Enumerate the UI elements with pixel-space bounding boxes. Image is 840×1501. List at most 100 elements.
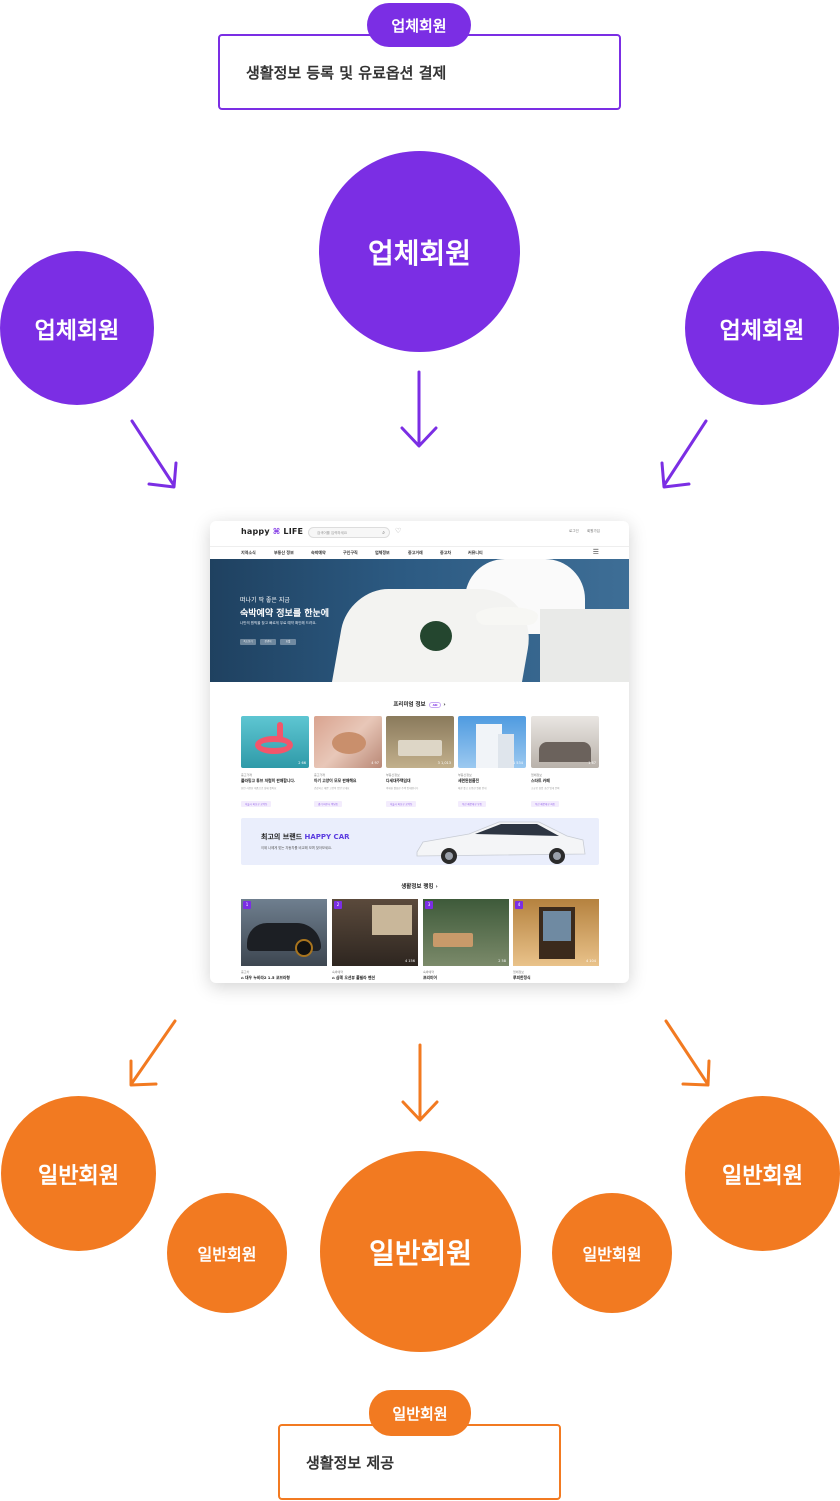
mockup-nav: 지역소식 부동산 정보 숙박예약 구인구직 업체정보 중고거래 중고차 커뮤니티… [210, 546, 629, 561]
arrow-down-right-icon [130, 419, 175, 486]
business-callout-text: 생활정보 등록 및 유료옵션 결제 [246, 63, 447, 82]
card-desc: 한번 사용한 제품으로 상태 좋아요 [241, 787, 277, 790]
rank-stats: 2 58 [498, 959, 506, 963]
business-circle-left: 업체회원 [0, 251, 154, 405]
search-icon[interactable]: ⌕ [382, 530, 385, 536]
nav-item[interactable]: 커뮤니티 [468, 550, 483, 555]
card-stats: 4 97 [371, 761, 379, 765]
rank-number: 3 [425, 901, 433, 909]
card-category: 부동산정보 [386, 773, 400, 777]
banner-title: 최고의 브랜드 HAPPY CAR [261, 833, 350, 841]
mockup-search-input[interactable]: 검색어를 입력하세요 ⌕ [308, 527, 390, 538]
nav-item[interactable]: 지역소식 [241, 550, 256, 555]
card-category: 중고거래 [241, 773, 253, 777]
website-mockup: happy ⌘ LIFE 검색어를 입력하세요 ⌕ ♡ 로그인 회원가입 지역소… [210, 521, 629, 983]
card-stats: 3 1,013 [437, 761, 451, 765]
ranking-item[interactable]: 3 2 58 숙박예약 프리미어 [423, 899, 509, 981]
card-category: 중고거래 [314, 773, 326, 777]
mockup-hero: 떠나기 딱 좋은 지금 숙박예약 정보를 한눈에 나만의 원픽을 찾고 빠르게 … [210, 559, 629, 682]
mockup-header: happy ⌘ LIFE 검색어를 입력하세요 ⌕ ♡ 로그인 회원가입 [210, 521, 629, 543]
card-location-tag: 서울시 마포구 공덕동 [386, 801, 417, 807]
hero-tag[interactable]: 호텔 [280, 639, 296, 645]
general-circle-inner-left: 일반회원 [167, 1193, 287, 1313]
card-title: 아기 고양이 모모 판매해요 [314, 778, 357, 783]
mockup-logo[interactable]: happy ⌘ LIFE [241, 527, 304, 536]
card-location-tag: 부산 해운대구 우동 [458, 801, 486, 807]
hero-line2: 숙박예약 정보를 한눈에 [240, 609, 330, 619]
business-callout-box: 생활정보 등록 및 유료옵션 결제 [218, 34, 621, 110]
rank-number: 1 [243, 901, 251, 909]
card-stats: 1 67 [588, 761, 596, 765]
arrow-down-left-icon [130, 1019, 177, 1085]
ad-badge: AD [428, 701, 442, 708]
card-title: 플라밍고 튜브 저렴히 판매합니다. [241, 778, 296, 783]
general-circle-center: 일반회원 [320, 1151, 521, 1352]
card-category: 업체정보 [531, 773, 543, 777]
business-circle-right: 업체회원 [685, 251, 839, 405]
card-stats: 1 534 [512, 761, 523, 765]
hero-tag[interactable]: 관광지 [260, 639, 276, 645]
card-desc: 건강하고 예쁜 고양이 입양 보내요 [314, 787, 350, 790]
rank-category: 숙박예약 [423, 970, 435, 974]
rank-title: 프리미어 [423, 975, 437, 980]
login-link[interactable]: 로그인 [569, 529, 579, 533]
card-stats: 2 66 [298, 761, 306, 765]
ranking-section-title[interactable]: 생활정보 랭킹 › [401, 884, 438, 890]
card-location-tag: 경기 파주시 야당동 [314, 801, 342, 807]
card-title: 스타트 카페 [531, 778, 550, 783]
rank-category: 숙박예약 [332, 970, 344, 974]
general-callout-box: 생활정보 제공 [278, 1424, 561, 1500]
business-circle-center: 업체회원 [319, 151, 520, 352]
ranking-item[interactable]: 2 4 156 숙박예약 ⌂ 삼례 오션뷰 풀빌라 펜션 [332, 899, 418, 981]
business-callout-badge: 업체회원 [367, 3, 471, 47]
premium-card[interactable]: 2 66 중고거래 플라밍고 튜브 저렴히 판매합니다. 한번 사용한 제품으로… [241, 716, 309, 809]
card-location-tag: 부산 해운대구 좌동 [531, 801, 559, 807]
rank-title: ⌂ 대우 누비라2 1.5 코브라형 [241, 975, 290, 980]
rank-title: ⌂ 삼례 오션뷰 풀빌라 펜션 [332, 975, 375, 980]
card-location-tag: 서울시 마포구 공덕동 [241, 801, 272, 807]
premium-card[interactable]: 3 1,013 부동산정보 다세대주택임대 역세권 깔끔한 주택 임대합니다 서… [386, 716, 454, 809]
rank-stats: 4 156 [404, 959, 415, 963]
arrow-down-right-icon [664, 1019, 709, 1085]
general-circle-left: 일반회원 [1, 1096, 156, 1251]
chevron-right-icon: › [435, 884, 438, 890]
rank-category: 중고차 [241, 970, 250, 974]
general-circle-right: 일반회원 [685, 1096, 840, 1251]
banner-subtitle: 이제 나에게 맞는 자동차를 비교해 보며 찾아보세요. [261, 846, 333, 850]
heart-icon[interactable]: ♡ [395, 527, 402, 535]
card-desc: 채광 좋고 조용한 원룸 안내 [458, 787, 487, 790]
rank-number: 4 [515, 901, 523, 909]
nav-item[interactable]: 구인구직 [343, 550, 358, 555]
rank-stats: 4 104 [585, 959, 596, 963]
card-title: 다세대주택임대 [386, 778, 411, 783]
rank-category: 업체정보 [513, 970, 525, 974]
card-desc: 소규모 창업 공간 임대 문의 [531, 787, 560, 790]
chevron-right-icon: › [443, 702, 446, 708]
general-callout-text: 생활정보 제공 [306, 1453, 395, 1472]
nav-item[interactable]: 숙박예약 [311, 550, 326, 555]
ranking-item[interactable]: 4 4 104 업체정보 루피한정식 [513, 899, 599, 981]
ranking-item[interactable]: 1 중고차 ⌂ 대우 누비라2 1.5 코브라형 [241, 899, 327, 981]
premium-card[interactable]: 1 67 업체정보 스타트 카페 소규모 창업 공간 임대 문의 부산 해운대구… [531, 716, 599, 809]
arrow-down-left-icon [663, 419, 708, 486]
signup-link[interactable]: 회원가입 [587, 529, 600, 533]
hero-line3: 나만의 원픽을 찾고 빠르게 무료 예약 확인해 드려요. [240, 621, 317, 625]
premium-card[interactable]: 1 534 부동산정보 세련된원룸전 채광 좋고 조용한 원룸 안내 부산 해운… [458, 716, 526, 809]
rank-title: 루피한정식 [513, 975, 531, 980]
nav-item[interactable]: 업체정보 [375, 550, 390, 555]
happy-car-banner[interactable]: 최고의 브랜드 HAPPY CAR 이제 나에게 맞는 자동차를 비교해 보며 … [241, 818, 599, 865]
clover-icon: ⌘ [272, 527, 281, 536]
nav-item[interactable]: 부동산 정보 [274, 550, 294, 555]
card-category: 부동산정보 [458, 773, 472, 777]
general-callout-badge: 일반회원 [369, 1390, 471, 1436]
card-title: 세련된원룸전 [458, 778, 479, 783]
menu-icon[interactable]: ☰ [592, 548, 599, 556]
hero-tag[interactable]: 숙소보기 [240, 639, 256, 645]
general-circle-inner-right: 일반회원 [552, 1193, 672, 1313]
nav-item[interactable]: 중고거래 [408, 550, 423, 555]
premium-card[interactable]: 4 97 중고거래 아기 고양이 모모 판매해요 건강하고 예쁜 고양이 입양 … [314, 716, 382, 809]
nav-item[interactable]: 중고차 [440, 550, 452, 555]
rank-number: 2 [334, 901, 342, 909]
